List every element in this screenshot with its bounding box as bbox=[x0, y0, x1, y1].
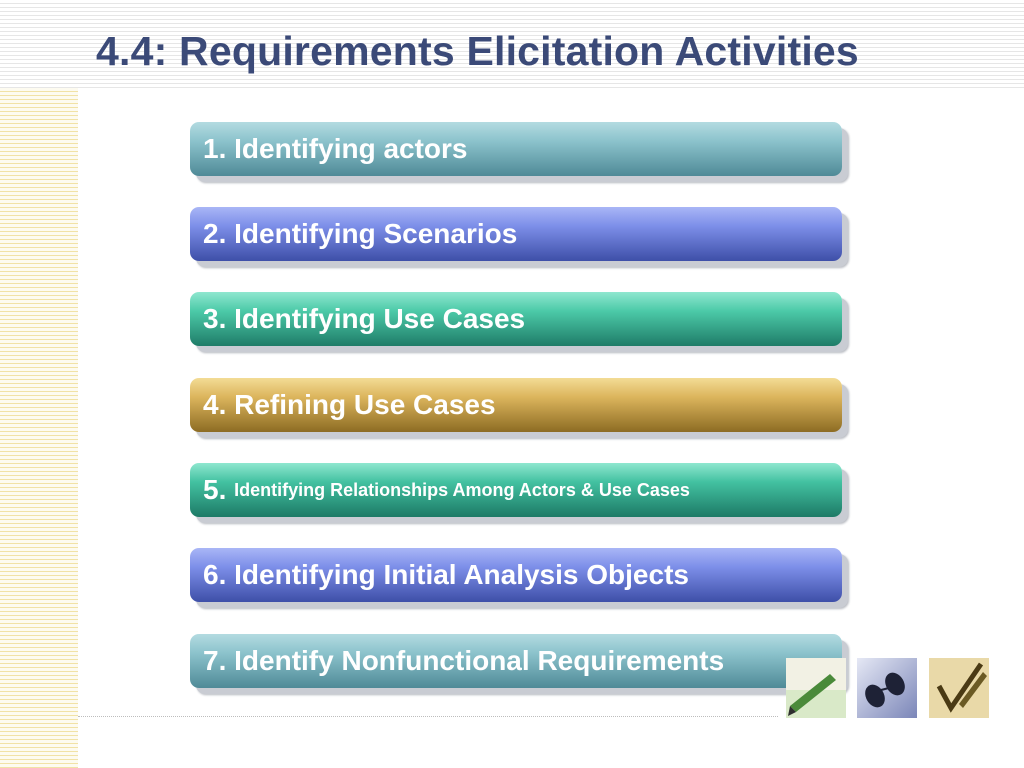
activity-label-4: 4. Refining Use Cases bbox=[203, 389, 496, 420]
checkmark-pen-thumbnail bbox=[929, 658, 989, 718]
activity-item-5: 5. Identifying Relationships Among Actor… bbox=[190, 463, 842, 517]
sidebar-stripes bbox=[0, 88, 78, 768]
activity-label-5: Identifying Relationships Among Actors &… bbox=[234, 479, 690, 500]
activity-item-1: 1. Identifying actors bbox=[190, 122, 842, 176]
activity-label-7: 7. Identify Nonfunctional Requirements bbox=[203, 645, 725, 676]
pen-writing-thumbnail bbox=[786, 658, 846, 718]
activity-item-7: 7. Identify Nonfunctional Requirements bbox=[190, 634, 842, 688]
activity-label-2: 2. Identifying Scenarios bbox=[203, 218, 518, 249]
header-stripes bbox=[0, 0, 1024, 88]
slide-title: 4.4: Requirements Elicitation Activities bbox=[96, 28, 859, 74]
activity-label-6: 6. Identifying Initial Analysis Objects bbox=[203, 559, 689, 590]
glasses-thumbnail bbox=[857, 658, 917, 718]
activity-number-5: 5. bbox=[203, 474, 227, 505]
bottom-divider bbox=[78, 716, 778, 717]
activity-item-3: 3. Identifying Use Cases bbox=[190, 292, 842, 346]
activity-label-3: 3. Identifying Use Cases bbox=[203, 303, 526, 334]
activity-item-2: 2. Identifying Scenarios bbox=[190, 207, 842, 261]
activity-item-6: 6. Identifying Initial Analysis Objects bbox=[190, 548, 842, 602]
activity-label-1: 1. Identifying actors bbox=[203, 133, 468, 164]
activity-item-4: 4. Refining Use Cases bbox=[190, 378, 842, 432]
